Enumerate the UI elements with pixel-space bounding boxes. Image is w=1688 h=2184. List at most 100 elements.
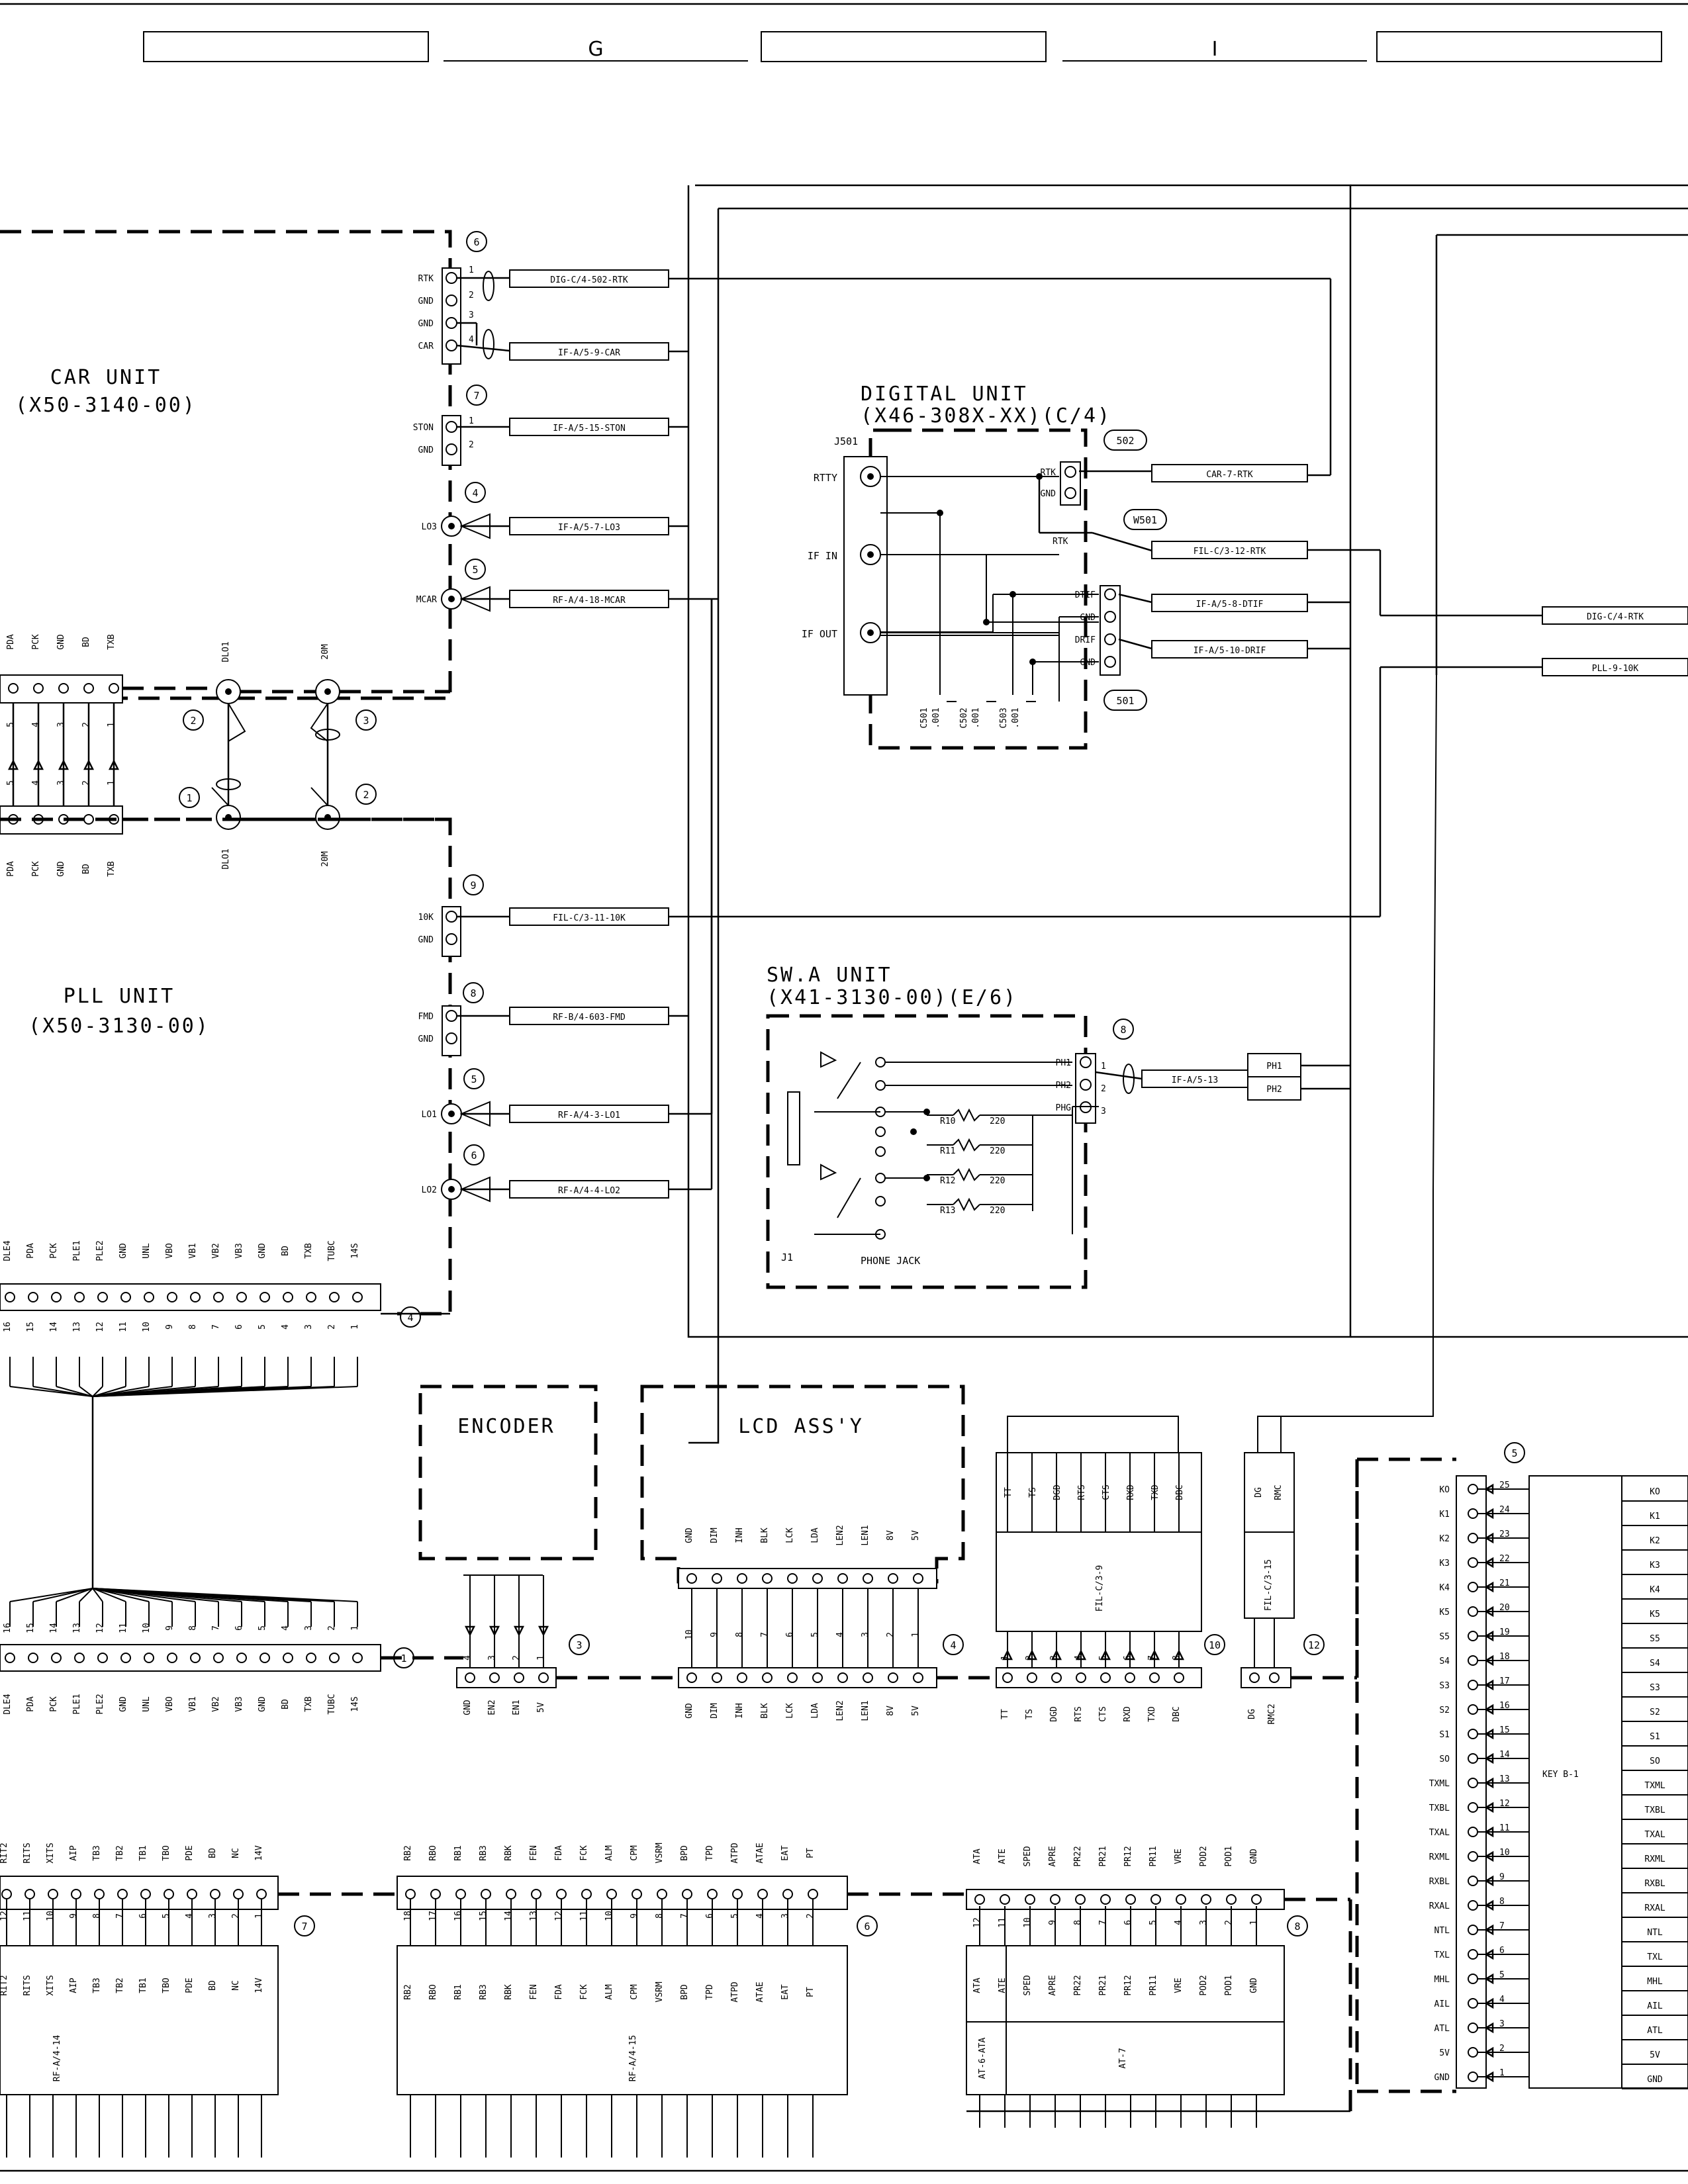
wire	[1092, 531, 1152, 552]
pin-label: INH	[735, 1527, 745, 1543]
pin-label: VBO	[165, 1696, 175, 1712]
pin-circle	[445, 272, 457, 284]
pin-label: LEN1	[861, 1525, 870, 1545]
pin-number: 5	[258, 1324, 267, 1330]
pin-number: 15	[26, 1623, 36, 1633]
pin-label: INH	[735, 1703, 745, 1718]
connector-number: 8	[1120, 1024, 1126, 1036]
wire-lo2	[509, 1180, 669, 1199]
pin-label-lower: NC	[231, 1980, 241, 1991]
junction-dot	[448, 523, 455, 529]
connector-number: 4	[472, 487, 478, 499]
pin-number: 6	[1123, 1920, 1133, 1925]
pin-circle	[8, 683, 19, 694]
pin-number: 1	[107, 722, 117, 727]
pin-label: GND	[258, 1696, 267, 1712]
pin-label: TXML	[1429, 1779, 1450, 1789]
lcd-title: LCD ASS'Y	[738, 1415, 864, 1438]
pin-circle	[445, 295, 457, 306]
pin-label: ATL	[1434, 2024, 1450, 2034]
pin-number: 9	[165, 1324, 175, 1330]
jack-lever	[837, 1062, 861, 1099]
arrow	[1484, 1704, 1494, 1715]
at-7-title: AT-7	[1118, 2048, 1128, 2068]
coax-braid	[211, 787, 229, 806]
pin-label-lower: GND	[1249, 1978, 1259, 1993]
pin-label: PHG	[1056, 1103, 1072, 1113]
key-pin-label: MHL	[1647, 1977, 1663, 1987]
pin-circle	[1100, 1894, 1111, 1905]
coax-label: 20M	[320, 851, 330, 867]
pin-number: 12	[0, 1911, 9, 1921]
swa-unit-title: SW.A UNIT	[767, 964, 892, 987]
pin-circle	[514, 1672, 524, 1683]
pin-number: 2	[327, 1625, 337, 1631]
pin-label: DIM	[710, 1703, 720, 1719]
junction-dot	[225, 688, 232, 695]
wire	[92, 1588, 103, 1602]
connector-number-badge	[465, 559, 486, 580]
connector-number-badge	[569, 1634, 590, 1655]
pin-circle	[24, 1889, 35, 1899]
arrow	[1002, 1649, 1013, 1661]
pin-number: 18	[403, 1911, 413, 1921]
pin-label: TUBC	[327, 1240, 337, 1261]
pin-circle	[1104, 588, 1116, 600]
pin-number: 14	[49, 1322, 59, 1332]
resistor-value: 220	[990, 1146, 1005, 1156]
connector-number: 501	[1116, 695, 1134, 707]
pin-label-lower: RB2	[403, 1984, 413, 1999]
key-pin-label: S3	[1650, 1683, 1660, 1693]
pin-label-lower: AIP	[69, 1978, 79, 1993]
connector-number-badge	[183, 709, 204, 731]
pin-label: TUBC	[327, 1694, 337, 1714]
rf-a4-15-block	[397, 1945, 848, 2095]
arrow	[1484, 1850, 1494, 1862]
pin-label: LCK	[785, 1527, 795, 1543]
arrow	[1484, 1752, 1494, 1764]
fil-c3-9-title: FIL-C/3-9	[1095, 1565, 1105, 1612]
pin-circle	[1468, 1606, 1478, 1617]
pin-circle	[1468, 1949, 1478, 1960]
pin-number: 1	[1000, 1655, 1010, 1661]
pin-label: TXL	[1434, 1950, 1450, 1960]
pin-circle	[1468, 2047, 1478, 2058]
pin-circle	[445, 1010, 457, 1022]
pin-number: 2	[512, 1655, 522, 1661]
pin-label-lower: TPD	[705, 1984, 715, 2000]
pin-circle	[682, 1889, 692, 1899]
wire	[92, 1588, 126, 1602]
pin-circle	[1468, 1680, 1478, 1690]
pin-circle	[445, 421, 457, 433]
resistor-name: R12	[940, 1176, 955, 1186]
pin-label: S5	[1439, 1632, 1450, 1642]
pin-label: TXB	[107, 861, 117, 877]
pin-circle	[538, 1672, 549, 1683]
pin-number: 24	[1499, 1505, 1510, 1515]
fil-c3-15-connector	[1241, 1667, 1291, 1688]
swa-unit-model: (X41-3130-00)(E/6)	[767, 986, 1017, 1009]
pin-label: GND	[684, 1527, 694, 1543]
pin-label: ATPD	[730, 1843, 740, 1863]
pin-circle	[762, 1573, 773, 1584]
at-6-title: AT-6-ATA	[978, 2038, 988, 2079]
pin-circle	[74, 1292, 85, 1302]
pin-circle	[190, 1653, 201, 1663]
pin-label: CAR	[418, 341, 434, 351]
pin-circle	[1468, 1508, 1478, 1519]
zone-dark-band	[1376, 31, 1662, 62]
connector-number: 6	[473, 236, 479, 248]
pin-label-lower: ATE	[998, 1978, 1008, 1993]
harness	[1257, 1416, 1282, 1453]
pin-number: 12	[972, 1917, 982, 1928]
pin-label: DGD	[1053, 1484, 1062, 1500]
pin-label: GND	[56, 634, 66, 650]
pin-circle	[164, 1889, 174, 1899]
jack-label: LO2	[422, 1185, 437, 1195]
pin-label: FEN	[529, 1845, 539, 1860]
j501-label: J501	[834, 435, 858, 447]
pin-circle	[97, 1292, 108, 1302]
pin-label: TPD	[705, 1845, 715, 1861]
arrow	[1484, 1679, 1494, 1691]
pin-label: 8V	[886, 1706, 896, 1716]
